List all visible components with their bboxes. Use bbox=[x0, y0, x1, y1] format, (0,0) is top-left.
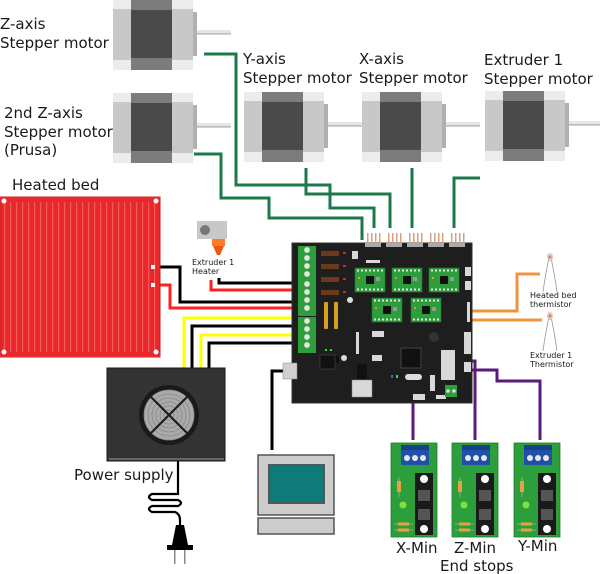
stepper-motor-y bbox=[244, 92, 362, 162]
controller-board bbox=[291, 233, 473, 404]
wire-z2-motor bbox=[194, 152, 364, 240]
power-plug-icon bbox=[167, 525, 193, 564]
thermistor-wires bbox=[470, 272, 542, 322]
wire-bed-positive bbox=[155, 283, 300, 310]
endstop-label-ymin: Y-Min bbox=[517, 537, 557, 555]
monitor-screen bbox=[268, 464, 325, 504]
heated-bed-label: Heated bed bbox=[12, 176, 99, 194]
motor-label-e1: Extruder 1 Stepper motor bbox=[484, 51, 594, 88]
wire-psu-negative-2 bbox=[207, 341, 300, 368]
wire-extruder-negative bbox=[217, 278, 300, 285]
motor-connector-headers bbox=[365, 233, 465, 247]
stepper-driver-2 bbox=[391, 267, 423, 293]
stepper-driver-4 bbox=[371, 297, 403, 323]
extruder-heater bbox=[197, 221, 227, 255]
usb-cable bbox=[270, 369, 292, 450]
endstop-label-xmin: X-Min bbox=[396, 539, 438, 557]
stepper-driver-5 bbox=[410, 297, 442, 323]
endstop-ymin bbox=[513, 442, 561, 538]
computer-icon bbox=[257, 454, 335, 535]
endstop-zmin bbox=[451, 442, 499, 538]
heater-wires bbox=[155, 265, 300, 310]
power-wires bbox=[182, 316, 300, 368]
endstops-group-label: End stops bbox=[440, 557, 514, 574]
heated-bed-thermistor-label: Heated bed thermistor bbox=[530, 291, 579, 309]
microcontroller-chip bbox=[400, 347, 422, 369]
wire-bed-thermistor bbox=[470, 272, 540, 313]
power-cord bbox=[147, 461, 183, 525]
wire-e1-motor bbox=[452, 176, 480, 228]
motor-label-z: Z-axis Stepper motor bbox=[0, 15, 110, 52]
motor-label-z2: 2nd Z-axis Stepper motor (Prusa) bbox=[4, 104, 118, 159]
motor-label-x: X-axis Stepper motor bbox=[359, 50, 469, 87]
extruder-thermistor bbox=[542, 311, 558, 352]
stepper-driver-1 bbox=[354, 267, 386, 293]
motor-label-y: Y-axis Stepper motor bbox=[242, 50, 353, 87]
wire-z-motor bbox=[204, 52, 376, 228]
power-supply-label: Power supply bbox=[74, 466, 174, 484]
stepper-motor-wires bbox=[194, 52, 480, 240]
power-supply bbox=[106, 367, 226, 462]
wire-bed-negative bbox=[155, 265, 300, 304]
wire-psu-positive-1 bbox=[182, 316, 300, 368]
extruder-thermistor-label: Extruder 1 Thermistor bbox=[529, 351, 575, 369]
wire-ymin bbox=[457, 368, 542, 440]
stepper-motor-x bbox=[362, 92, 480, 162]
extruder-heater-label: Extruder 1 Heater bbox=[192, 258, 237, 276]
wire-psu-negative-1 bbox=[190, 324, 300, 368]
stepper-motor-e1 bbox=[485, 91, 600, 161]
wire-y-motor bbox=[304, 168, 392, 228]
board-usb-port bbox=[351, 379, 373, 398]
usb-plug bbox=[282, 362, 298, 380]
endstop-xmin bbox=[390, 442, 438, 538]
heated-bed bbox=[0, 196, 161, 358]
wire-psu-positive-2 bbox=[199, 333, 300, 368]
stepper-motor-z bbox=[113, 0, 231, 70]
computer-base bbox=[257, 517, 335, 535]
stepper-driver-3 bbox=[428, 267, 460, 293]
wire-extruder-positive bbox=[209, 280, 300, 292]
heated-bed-thermistor bbox=[542, 252, 558, 293]
endstop-label-zmin: Z-Min bbox=[454, 539, 496, 557]
